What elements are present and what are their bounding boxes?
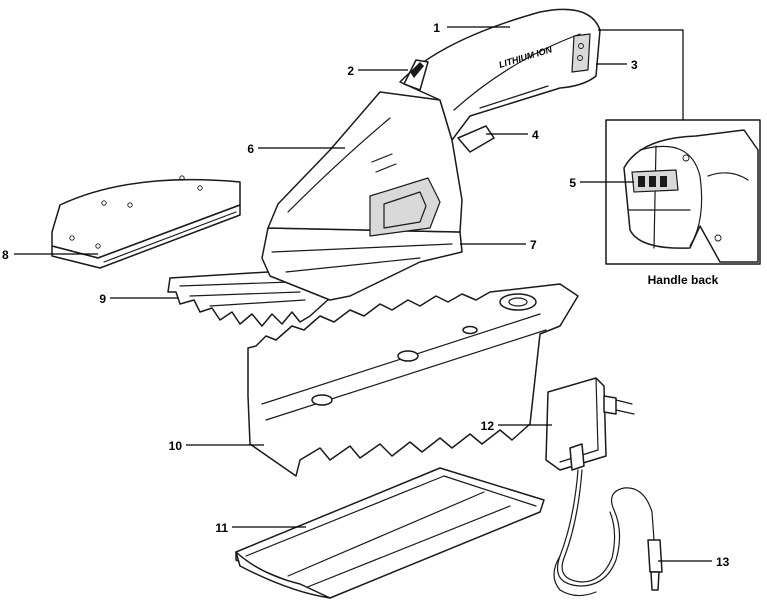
blade-cover-plate xyxy=(51,175,241,269)
callout-7: 7 xyxy=(530,238,537,252)
charger-adapter xyxy=(545,377,635,471)
callout-2: 2 xyxy=(347,64,354,78)
callout-6: 6 xyxy=(247,142,254,156)
callout-13: 13 xyxy=(716,555,730,569)
callout-numbers: 1 2 3 4 5 6 7 8 9 10 11 12 13 xyxy=(2,21,730,569)
callout-9: 9 xyxy=(99,292,106,306)
inset-caption: Handle back xyxy=(648,273,719,287)
leader-lines xyxy=(14,26,712,562)
trimmer-body: LITHIUM ION xyxy=(261,8,601,301)
callout-5: 5 xyxy=(569,176,576,190)
callout-12: 12 xyxy=(481,419,495,433)
blade-sheath xyxy=(235,467,545,599)
callout-3: 3 xyxy=(631,58,638,72)
inset-connector-line xyxy=(598,29,684,120)
hedge-trimmer-blade xyxy=(247,283,579,477)
callout-11: 11 xyxy=(215,521,228,535)
callout-4: 4 xyxy=(532,128,539,142)
callout-8: 8 xyxy=(2,248,9,262)
charger-cord xyxy=(553,469,655,597)
charger-plug xyxy=(647,539,663,591)
callout-10: 10 xyxy=(169,439,183,453)
callout-1: 1 xyxy=(433,21,440,35)
handle-back-inset: Handle back xyxy=(605,119,761,287)
